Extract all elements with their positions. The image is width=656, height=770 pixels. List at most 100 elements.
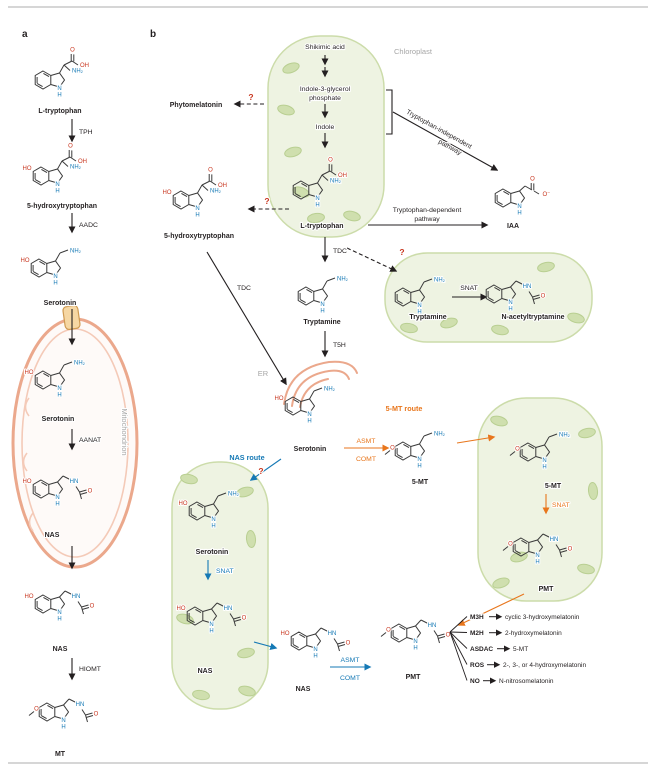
er-membrane <box>291 369 350 407</box>
right-oval <box>477 397 603 602</box>
atom-ho: HO <box>275 396 284 402</box>
pyrrole-ring <box>406 625 422 641</box>
arrow <box>249 458 282 481</box>
bond <box>306 288 313 294</box>
bond <box>201 184 209 191</box>
atom-nh2: NH₂ <box>330 179 342 185</box>
benzene-ring <box>297 286 315 306</box>
atom-n: N <box>320 302 324 308</box>
pyrrole-ring <box>50 372 66 388</box>
atom-h: H <box>517 211 521 217</box>
enzyme-snat: SNAT <box>552 502 570 509</box>
atom-h: H <box>57 393 61 399</box>
degradation-product-n-nitrosomelatonin: N-nitrosomelatonin <box>499 678 554 685</box>
bond <box>315 627 322 635</box>
panel-a-label: a <box>22 29 28 40</box>
bond <box>36 382 43 388</box>
atom-hn: HN <box>72 594 81 600</box>
atom-n: N <box>57 86 61 92</box>
bond <box>317 174 323 184</box>
bond <box>61 160 69 167</box>
bond <box>293 398 300 404</box>
enzyme-tdc: TDC <box>237 285 251 292</box>
benzene-ring <box>390 623 408 643</box>
chloroplast-blob-icon <box>238 685 256 697</box>
bond <box>309 390 315 400</box>
pyrrole-ring <box>410 443 426 459</box>
pyrrole-ring <box>306 633 322 649</box>
fan-line <box>449 631 468 649</box>
enzyme-tph: TPH <box>79 129 93 136</box>
atom-n: N <box>315 196 319 202</box>
atom-n: N <box>413 639 417 645</box>
arrow <box>456 434 496 444</box>
bond <box>333 638 338 645</box>
er-membrane <box>283 360 358 405</box>
bond <box>233 616 241 620</box>
pyrrole-ring <box>188 192 204 208</box>
chloroplast-blob-icon <box>237 647 255 659</box>
bond <box>41 481 48 487</box>
atom-n: N <box>417 457 421 463</box>
question-mark: ? <box>248 92 253 102</box>
bond <box>384 450 391 455</box>
atom-nh2: NH₂ <box>434 432 446 438</box>
benzene-ring <box>34 70 52 90</box>
arrow <box>457 593 525 626</box>
atom-n: N <box>535 553 539 559</box>
benzene-ring <box>394 287 412 307</box>
chloroplast-blob-icon <box>284 146 302 158</box>
bond <box>28 711 35 716</box>
pyrrole-ring <box>50 596 66 612</box>
pyrrole-ring <box>300 398 316 414</box>
molecule-label-iaa: IAA <box>507 223 519 230</box>
bond <box>532 296 535 305</box>
bond <box>519 185 526 192</box>
atom-oh: OH <box>80 63 89 69</box>
atom-o: O <box>68 144 73 150</box>
benzene-ring <box>394 441 412 461</box>
bond <box>233 619 242 622</box>
atom-h: H <box>61 725 65 731</box>
bond <box>81 607 90 610</box>
enzyme-asmt: ASMT <box>357 438 376 445</box>
node-indole-3-glycerol-phosphate: Indole-3-glycerol <box>300 86 351 93</box>
benzene-ring <box>519 442 537 462</box>
atom-h: H <box>320 309 324 315</box>
pyrrole-ring <box>54 704 70 720</box>
atom-n: N <box>542 458 546 464</box>
route-5mt: 5-MT route <box>386 404 423 413</box>
bond <box>36 82 43 88</box>
bond <box>174 202 181 208</box>
bond <box>69 156 77 162</box>
bond <box>437 636 446 639</box>
atom-oh: OH <box>218 183 227 189</box>
panel-b-label: b <box>150 29 156 40</box>
benzene-ring <box>32 166 50 186</box>
bond <box>423 432 433 437</box>
atom-oh: OH <box>78 159 87 165</box>
pyrrole-ring <box>202 608 218 624</box>
bond <box>521 454 528 460</box>
atom-o: O <box>94 712 99 718</box>
bond <box>59 590 66 598</box>
node-shikimic-acid: Shikimic acid <box>305 44 345 51</box>
atom-n: N <box>517 204 521 210</box>
atom-ho: HO <box>23 479 32 485</box>
enzyme-t5h: T5H <box>333 342 346 349</box>
atom-hn: HN <box>523 284 532 290</box>
bond <box>399 625 406 631</box>
molecule-label-l-tryptophan: L-tryptophan <box>38 108 81 115</box>
bond <box>36 606 43 612</box>
node-phytomelatonin: Phytomelatonin <box>170 102 223 109</box>
molecule-label-tryptamine: Tryptamine <box>409 314 446 321</box>
atom-ominus: O⁻ <box>543 192 551 198</box>
atom-o: O <box>90 604 95 610</box>
degradation-product-5-mt: 5-MT <box>513 646 528 653</box>
